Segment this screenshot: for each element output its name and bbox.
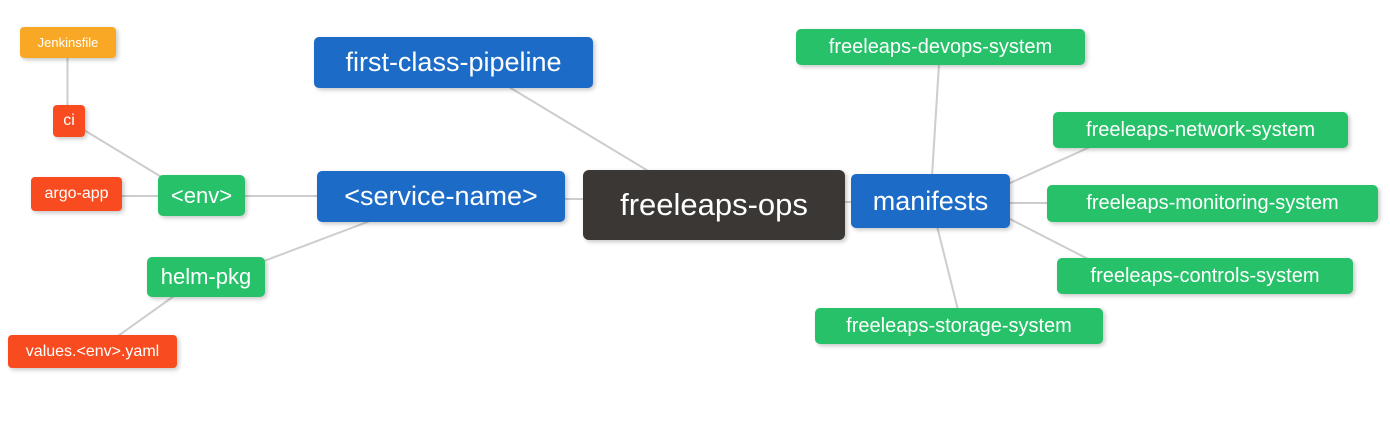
node-first-class-pipeline[interactable]: first-class-pipeline bbox=[314, 37, 593, 88]
edge-manifests-devops bbox=[931, 63, 940, 177]
edge-values-yaml-helm-pkg bbox=[117, 295, 175, 337]
node-storage-system[interactable]: freeleaps-storage-system bbox=[815, 308, 1103, 344]
edge-manifests-storage bbox=[936, 225, 959, 311]
edge-ci-env bbox=[83, 129, 169, 182]
node-controls-system[interactable]: freeleaps-controls-system bbox=[1057, 258, 1353, 294]
edge-helm-pkg-service-name bbox=[263, 220, 371, 262]
node-network-system[interactable]: freeleaps-network-system bbox=[1053, 112, 1348, 148]
edge-manifests-network bbox=[1007, 146, 1091, 185]
node-values-env-yaml[interactable]: values.<env>.yaml bbox=[8, 335, 177, 368]
node-freeleaps-ops-root[interactable]: freeleaps-ops bbox=[583, 170, 845, 240]
node-argo-app[interactable]: argo-app bbox=[31, 177, 122, 211]
node-monitoring-system[interactable]: freeleaps-monitoring-system bbox=[1047, 185, 1378, 222]
edge-manifests-controls bbox=[1007, 217, 1091, 261]
node-helm-pkg[interactable]: helm-pkg bbox=[147, 257, 265, 297]
node-ci[interactable]: ci bbox=[53, 105, 85, 137]
node-manifests[interactable]: manifests bbox=[851, 174, 1010, 228]
node-jenkinsfile[interactable]: Jenkinsfile bbox=[20, 27, 116, 58]
node-devops-system[interactable]: freeleaps-devops-system bbox=[796, 29, 1085, 65]
node-service-name[interactable]: <service-name> bbox=[317, 171, 565, 222]
edge-pipeline-root bbox=[508, 86, 651, 173]
node-env[interactable]: <env> bbox=[158, 175, 245, 216]
